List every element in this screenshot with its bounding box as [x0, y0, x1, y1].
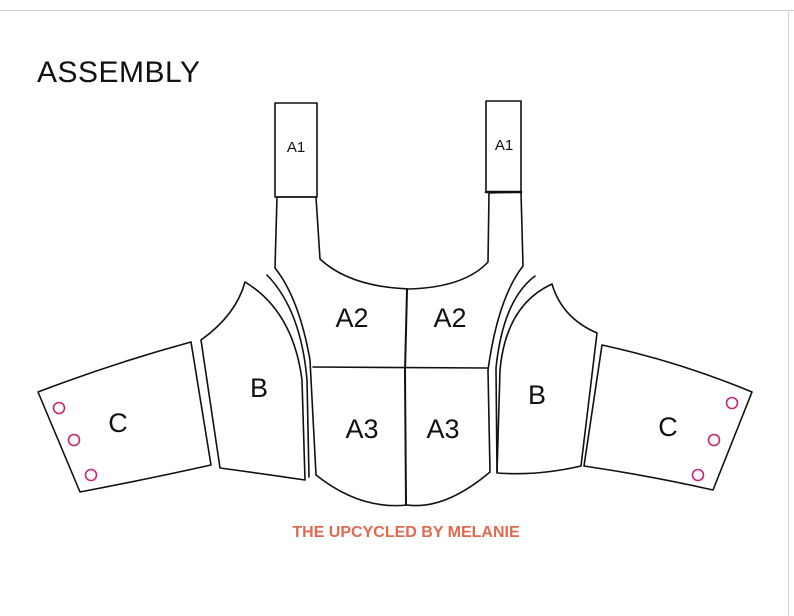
label-sleeve-left: C: [108, 408, 128, 438]
label-lower-left: A3: [345, 414, 378, 444]
buttonhole: [84, 468, 98, 482]
buttonhole: [691, 468, 705, 482]
buttonholes-left: [52, 401, 98, 482]
side-left-piece: [200, 281, 306, 481]
waist-seam: [312, 366, 489, 369]
side-right-piece: [496, 283, 598, 475]
label-lower-right: A3: [426, 414, 459, 444]
label-sleeve-right: C: [658, 412, 678, 442]
page-right-border: [788, 10, 789, 616]
buttonhole: [52, 401, 66, 415]
credit-text: THE UPCYCLED BY MELANIE: [292, 524, 520, 541]
front-body-outline: [274, 191, 524, 507]
sleeve-right-piece: [583, 344, 753, 491]
page-title: ASSEMBLY: [37, 56, 201, 89]
label-upper-left: A2: [335, 303, 368, 333]
label-side-right: B: [528, 380, 546, 410]
label-strap-left: A1: [287, 139, 305, 156]
page-top-border: [0, 10, 794, 11]
sleeve-left-piece: [37, 341, 212, 493]
buttonhole: [707, 433, 721, 447]
side-seam-left: [266, 274, 310, 478]
label-strap-right: A1: [495, 137, 513, 154]
label-upper-right: A2: [433, 303, 466, 333]
label-side-left: B: [250, 373, 268, 403]
side-seam-right: [495, 275, 536, 473]
center-seam: [404, 289, 408, 506]
buttonhole: [67, 433, 81, 447]
buttonholes-right: [691, 396, 739, 482]
buttonhole: [725, 396, 739, 410]
